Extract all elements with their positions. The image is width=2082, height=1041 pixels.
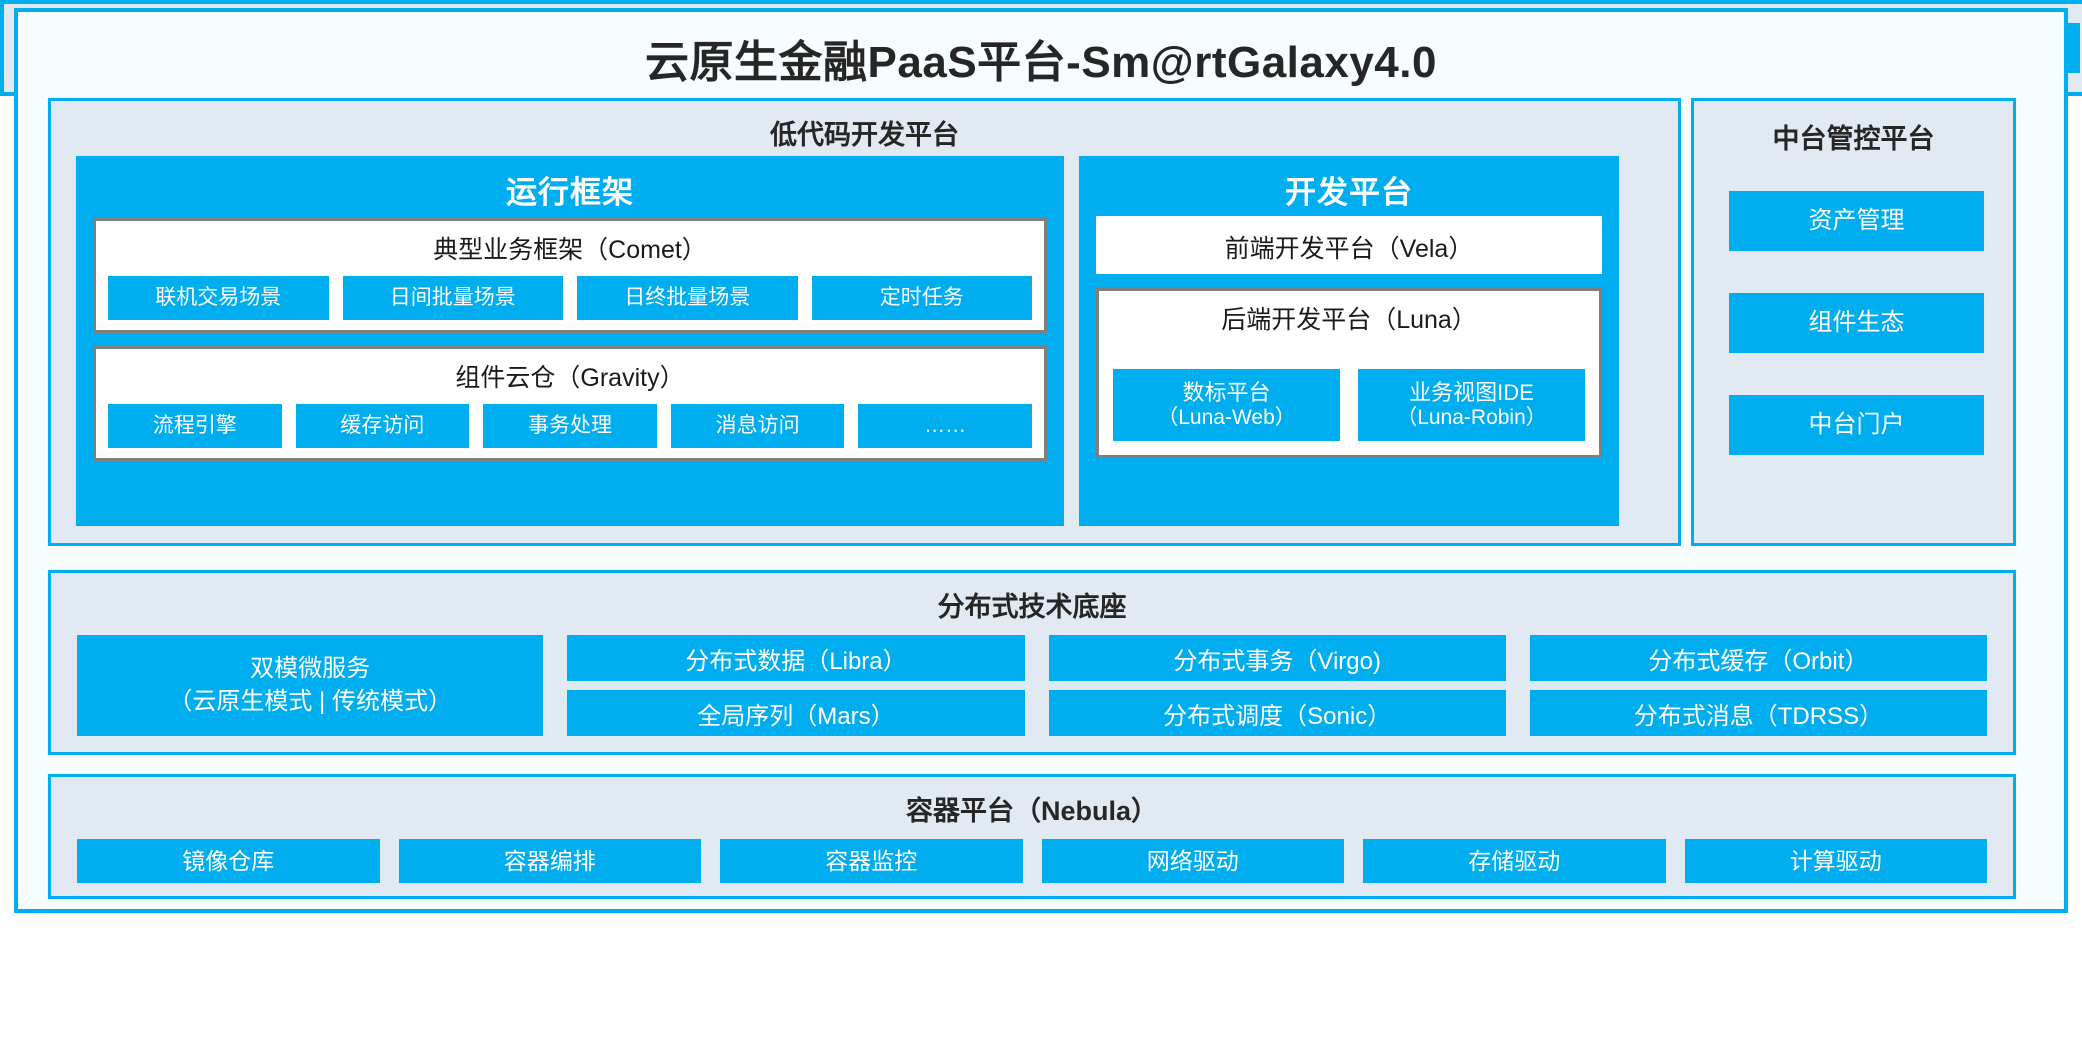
microservice-line-1: 双模微服务	[250, 655, 371, 683]
gravity-chip-row: 流程引擎 缓存访问 事务处理 消息访问 ……	[108, 404, 1032, 448]
mid-platform-item-asset[interactable]: 资产管理	[1729, 191, 1984, 251]
comet-chip[interactable]: 日终批量场景	[577, 276, 798, 320]
distributed-chip-libra[interactable]: 分布式数据（Libra）	[567, 635, 1025, 681]
gravity-chip-more[interactable]: ……	[858, 404, 1032, 448]
container-chip-row: 镜像仓库 容器编排 容器监控 网络驱动 存储驱动 计算驱动	[77, 839, 1987, 883]
luna-chip-robin[interactable]: 业务视图IDE （Luna-Robin）	[1358, 369, 1585, 441]
container-chip-network-driver[interactable]: 网络驱动	[1041, 839, 1344, 883]
mid-platform-item-portal[interactable]: 中台门户	[1729, 395, 1984, 455]
vela-card[interactable]: 前端开发平台（Vela）	[1096, 216, 1602, 274]
container-platform-panel: 容器平台（Nebula） 镜像仓库 容器编排 容器监控 网络驱动 存储驱动 计算…	[48, 774, 2016, 899]
comet-chip[interactable]: 定时任务	[811, 276, 1032, 320]
distributed-chip-mars[interactable]: 全局序列（Mars）	[567, 690, 1025, 736]
gravity-chip[interactable]: 缓存访问	[295, 404, 470, 448]
lowcode-platform-title: 低代码开发平台	[770, 120, 959, 150]
distributed-foundation-title: 分布式技术底座	[937, 592, 1127, 622]
distributed-column-microservice: 双模微服务 （云原生模式 | 传统模式）	[77, 635, 544, 736]
dev-platform-title: 开发平台	[1285, 175, 1413, 210]
page-title: 云原生金融PaaS平台-Sm@rtGalaxy4.0	[645, 38, 1437, 87]
microservice-line-2: （云原生模式 | 传统模式）	[168, 687, 452, 715]
luna-chip-robin-name: 业务视图IDE	[1409, 380, 1534, 406]
container-chip-storage-driver[interactable]: 存储驱动	[1363, 839, 1666, 883]
distributed-column-transaction: 分布式事务（Virgo) 分布式调度（Sonic）	[1048, 635, 1506, 736]
gravity-chip[interactable]: 事务处理	[483, 404, 657, 448]
distributed-chip-tdrss[interactable]: 分布式消息（TDRSS）	[1529, 690, 1988, 736]
comet-chip[interactable]: 日间批量场景	[342, 276, 563, 320]
runtime-framework-title: 运行框架	[506, 175, 634, 210]
comet-card: 典型业务框架（Comet） 联机交易场景 日间批量场景 日终批量场景 定时任务	[93, 218, 1047, 333]
comet-title: 典型业务框架（Comet）	[433, 236, 707, 264]
container-chip-image-repo[interactable]: 镜像仓库	[77, 839, 380, 883]
distributed-column-cache: 分布式缓存（Orbit） 分布式消息（TDRSS）	[1529, 635, 1988, 736]
mid-platform-title: 中台管控平台	[1772, 124, 1935, 154]
vela-title: 前端开发平台（Vela）	[1224, 235, 1474, 263]
luna-chip-robin-code: （Luna-Robin）	[1396, 405, 1547, 429]
distributed-chip-virgo[interactable]: 分布式事务（Virgo)	[1048, 635, 1506, 681]
luna-chip-web-name: 数标平台	[1182, 380, 1271, 406]
distributed-foundation-panel: 分布式技术底座 双模微服务 （云原生模式 | 传统模式） 分布式数据（Libra…	[48, 570, 2016, 755]
comet-chip[interactable]: 联机交易场景	[108, 276, 329, 320]
distributed-chip-microservice[interactable]: 双模微服务 （云原生模式 | 传统模式）	[77, 635, 544, 736]
container-chip-monitoring[interactable]: 容器监控	[720, 839, 1023, 883]
distributed-chip-orbit[interactable]: 分布式缓存（Orbit）	[1529, 635, 1988, 681]
distributed-grid: 双模微服务 （云原生模式 | 传统模式） 分布式数据（Libra） 全局序列（M…	[77, 635, 1988, 736]
distributed-column-data: 分布式数据（Libra） 全局序列（Mars）	[567, 635, 1025, 736]
dev-platform-block: 开发平台 前端开发平台（Vela） 后端开发平台（Luna） 数标平台 （Lun…	[1079, 156, 1619, 526]
luna-title: 后端开发平台（Luna）	[1221, 306, 1477, 334]
gravity-chip[interactable]: 消息访问	[670, 404, 845, 448]
gravity-title: 组件云仓（Gravity）	[455, 364, 685, 392]
runtime-framework-block: 运行框架 典型业务框架（Comet） 联机交易场景 日间批量场景 日终批量场景 …	[76, 156, 1064, 526]
mid-platform-panel: 中台管控平台 资产管理 组件生态 中台门户	[1691, 98, 2016, 546]
luna-chip-web[interactable]: 数标平台 （Luna-Web）	[1113, 369, 1340, 441]
container-platform-title: 容器平台（Nebula）	[905, 796, 1159, 826]
gravity-card: 组件云仓（Gravity） 流程引擎 缓存访问 事务处理 消息访问 ……	[93, 346, 1047, 461]
comet-chip-row: 联机交易场景 日间批量场景 日终批量场景 定时任务	[108, 276, 1032, 320]
lowcode-platform-panel: 低代码开发平台 运行框架 典型业务框架（Comet） 联机交易场景 日间批量场景…	[48, 98, 1681, 546]
luna-chip-web-code: （Luna-Web）	[1157, 405, 1296, 429]
main-frame: 云原生金融PaaS平台-Sm@rtGalaxy4.0 低代码开发平台 运行框架 …	[14, 8, 2068, 913]
container-chip-compute-driver[interactable]: 计算驱动	[1684, 839, 1987, 883]
gravity-chip[interactable]: 流程引擎	[108, 404, 282, 448]
distributed-chip-sonic[interactable]: 分布式调度（Sonic）	[1048, 690, 1506, 736]
luna-chip-row: 数标平台 （Luna-Web） 业务视图IDE （Luna-Robin）	[1113, 369, 1585, 441]
luna-card: 后端开发平台（Luna） 数标平台 （Luna-Web） 业务视图IDE （Lu…	[1096, 288, 1602, 458]
container-chip-orchestration[interactable]: 容器编排	[398, 839, 701, 883]
mid-platform-item-component[interactable]: 组件生态	[1729, 293, 1984, 353]
